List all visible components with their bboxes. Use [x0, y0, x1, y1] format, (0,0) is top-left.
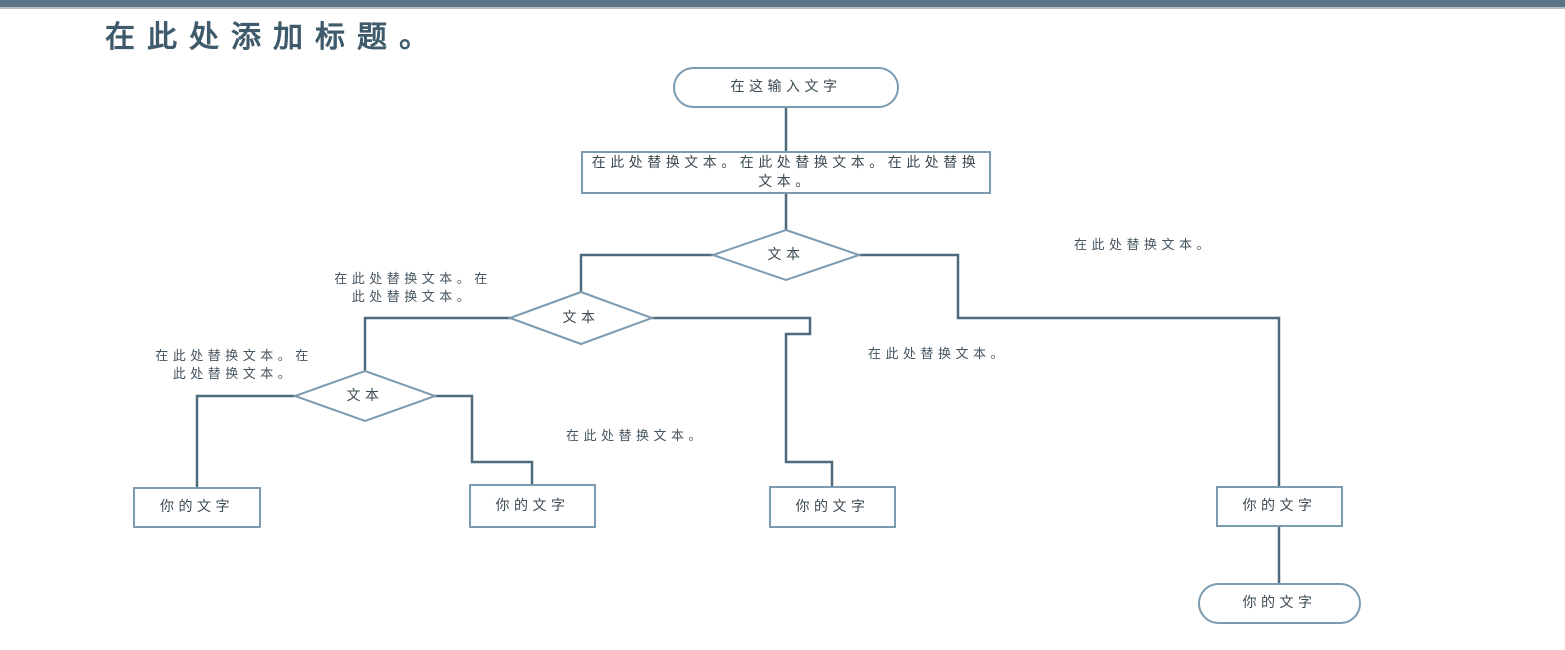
decision-2-shape[interactable]: [507, 290, 655, 346]
page-title[interactable]: 在此处添加标题。: [105, 20, 441, 55]
decision-3-label[interactable]: 文本: [346, 387, 384, 404]
result-box-4-label[interactable]: 你的文字: [1242, 498, 1317, 514]
process-box-shape[interactable]: [581, 151, 991, 194]
decision-2-label[interactable]: 文本: [562, 309, 600, 326]
result-box-1-shape[interactable]: [133, 487, 261, 528]
edge-label-4[interactable]: 在此处替换文本。: [565, 429, 707, 444]
window-top-bar-underline: [0, 7, 1565, 9]
connector-d3-box2[interactable]: [435, 394, 534, 485]
decision-3-shape[interactable]: [292, 369, 438, 423]
connector-d1-box4[interactable]: [859, 253, 1281, 487]
window-top-bar: [0, 0, 1565, 7]
edge-label-2[interactable]: 在此处替换文本。在 此处替换文本。: [155, 349, 313, 382]
decision-1-label[interactable]: 文本: [767, 246, 805, 263]
process-box-label[interactable]: 在此处替换文本。在此处替换文本。在此处替换文本。: [591, 154, 981, 190]
connector-d1-d2[interactable]: [579, 253, 713, 292]
result-box-2-label[interactable]: 你的文字: [495, 497, 570, 514]
connector-d2-box3[interactable]: [652, 316, 834, 487]
connector-d2-d3[interactable]: [363, 316, 510, 371]
edge-label-3[interactable]: 在此处替换文本。: [867, 347, 1009, 362]
result-box-4-shape[interactable]: [1216, 486, 1343, 527]
result-box-2-shape[interactable]: [469, 484, 596, 528]
start-terminator-label[interactable]: 在这输入文字: [730, 79, 842, 95]
end-terminator-label[interactable]: 你的文字: [1242, 595, 1317, 611]
start-terminator-shape[interactable]: [673, 67, 899, 108]
result-box-3-shape[interactable]: [769, 486, 896, 528]
result-box-1-label[interactable]: 你的文字: [160, 499, 234, 515]
edge-label-5[interactable]: 在此处替换文本。: [1073, 238, 1215, 253]
end-terminator-shape[interactable]: [1198, 583, 1361, 624]
edge-label-1[interactable]: 在此处替换文本。在 此处替换文本。: [334, 272, 492, 305]
connector-d3-box1[interactable]: [195, 394, 295, 488]
result-box-3-label[interactable]: 你的文字: [795, 498, 870, 515]
decision-1-shape[interactable]: [709, 228, 863, 282]
